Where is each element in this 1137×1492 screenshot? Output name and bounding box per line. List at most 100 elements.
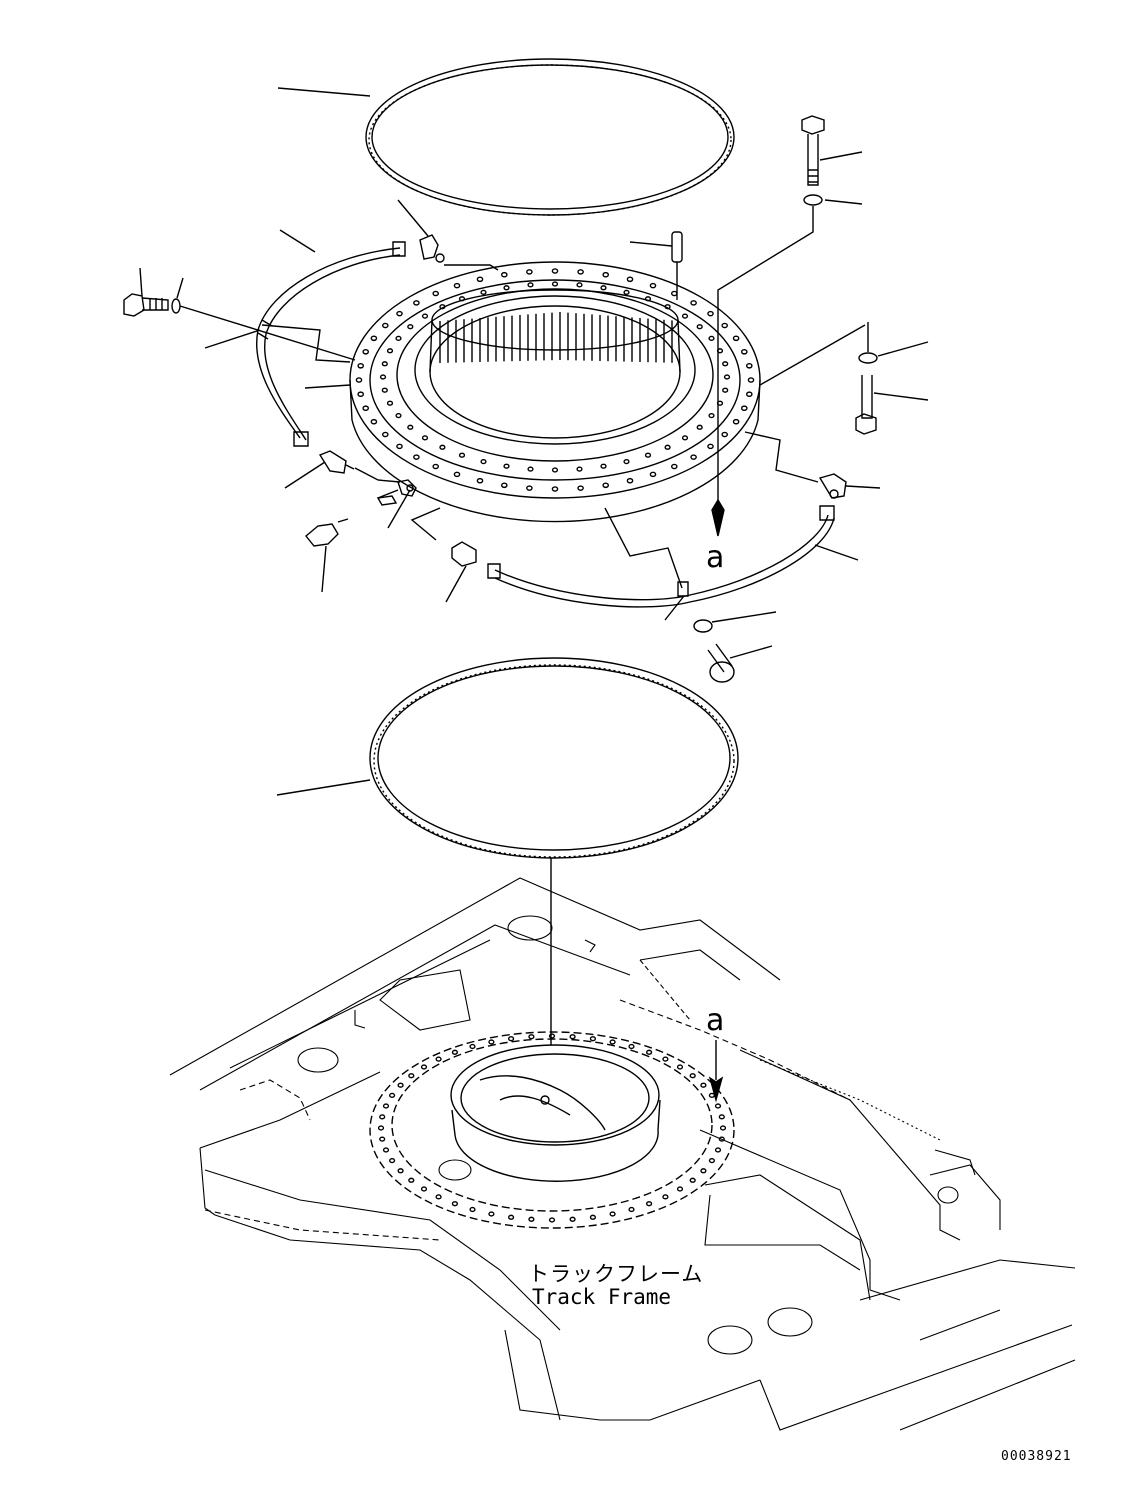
leader-nipple-1 xyxy=(285,462,325,488)
bolt-hole xyxy=(454,472,459,476)
bolt-hole xyxy=(665,305,670,309)
frame-bolt-hole xyxy=(570,1035,575,1039)
frame-bolt-hole xyxy=(719,1115,724,1119)
bolt-hole xyxy=(683,436,688,440)
leader-washer-lower xyxy=(712,612,776,622)
frame-bolt-hole xyxy=(629,1045,634,1049)
bolt-hole xyxy=(624,460,629,464)
leader-bolt-left xyxy=(140,268,142,296)
frame-bolt-hole xyxy=(422,1065,427,1069)
track-frame-label-jp: トラックフレーム xyxy=(528,1262,704,1286)
frame-bolt-hole xyxy=(384,1148,389,1152)
frame-bolt-hole xyxy=(529,1217,534,1221)
leader-upper-seal xyxy=(278,88,370,96)
bolt-hole xyxy=(396,414,401,418)
bolt-hole xyxy=(423,314,428,318)
grease-nipple-2 xyxy=(306,519,348,546)
bolt-hole xyxy=(552,487,557,491)
frame-bolt-hole xyxy=(629,1208,634,1212)
frame-bolt-hole xyxy=(690,1074,695,1078)
bolt-hole xyxy=(371,336,376,340)
track-frame-mount xyxy=(370,1032,734,1228)
frame-bolt-hole xyxy=(550,1034,555,1038)
washer-lower xyxy=(694,620,712,632)
bolt-hole xyxy=(433,291,438,295)
bolt-hole xyxy=(734,336,739,340)
elbow-fitting-right xyxy=(820,474,846,498)
bolt-hole xyxy=(708,444,713,448)
frame-bolt-hole xyxy=(663,1057,668,1061)
frame-bolt-hole xyxy=(409,1074,414,1078)
arrow-reference-a-bottom xyxy=(710,1078,722,1100)
leader-nipple-1-to-ring xyxy=(355,468,400,482)
leader-elbow-right xyxy=(846,486,880,488)
bolt-hole xyxy=(672,291,677,295)
washer-right xyxy=(859,353,877,363)
bolt-lower xyxy=(708,644,734,682)
frame-bolt-hole xyxy=(380,1137,385,1141)
leader-bolt-top-right xyxy=(820,152,862,160)
bolt-hole xyxy=(477,277,482,281)
frame-bolt-hole xyxy=(678,1187,683,1191)
frame-bolt-hole xyxy=(591,1215,596,1219)
leader-elbow-upper xyxy=(398,200,428,236)
bolt-hole xyxy=(502,273,507,277)
bolt-hole xyxy=(504,464,509,468)
bolt-hole xyxy=(388,401,393,405)
swing-circle xyxy=(350,262,760,522)
bolt-hole xyxy=(363,406,368,410)
frame-bolt-hole xyxy=(710,1093,715,1097)
frame-bolt-hole xyxy=(710,1159,715,1163)
lower-seal-ring xyxy=(370,658,738,858)
bolt-hole xyxy=(650,472,655,476)
bolt-hole xyxy=(697,325,702,329)
frame-bolt-hole xyxy=(570,1217,575,1221)
bolt-hole xyxy=(552,269,557,273)
frame-bolt-hole xyxy=(647,1050,652,1054)
bolt-hole xyxy=(577,283,582,287)
bolt-hole xyxy=(646,453,651,457)
leader-dowel-pin xyxy=(630,242,672,246)
bolt-hole xyxy=(553,468,558,472)
bolt-hole xyxy=(383,323,388,327)
bolt-right xyxy=(856,375,876,434)
bolt-hole xyxy=(723,388,728,392)
leader-elbow-right-to-ring xyxy=(745,432,818,482)
bolt-hole xyxy=(481,460,486,464)
frame-bolt-hole xyxy=(489,1040,494,1044)
frame-bolt-hole xyxy=(470,1208,475,1212)
leader-swing-circle-2 xyxy=(760,325,865,385)
frame-bolt-hole xyxy=(529,1035,534,1039)
bolt-hole xyxy=(440,445,445,449)
frame-bolt-hole xyxy=(716,1148,721,1152)
bolt-hole xyxy=(747,364,752,368)
leader-washer-left xyxy=(177,278,183,298)
frame-bolt-hole xyxy=(453,1202,458,1206)
leader-nipple-3 xyxy=(446,566,466,602)
bolt-hole xyxy=(397,444,402,448)
frame-bolt-hole xyxy=(398,1169,403,1173)
bolt-hole xyxy=(433,464,438,468)
bolt-hole xyxy=(423,436,428,440)
arrow-reference-a-top xyxy=(712,500,724,536)
bolt-hole xyxy=(371,420,376,424)
frame-bolt-hole xyxy=(610,1212,615,1216)
bolt-hole xyxy=(725,375,730,379)
right-grease-hose xyxy=(488,506,834,607)
frame-bolt-hole xyxy=(716,1104,721,1108)
grease-nipple-1 xyxy=(320,451,354,473)
leader-bolt-lower xyxy=(730,646,772,658)
bolt-hole xyxy=(603,273,608,277)
frame-bolt-hole xyxy=(678,1065,683,1069)
bolt-hole xyxy=(722,432,727,436)
bolt-hole xyxy=(358,392,363,396)
leader-bolt-right xyxy=(874,393,928,400)
elbow-fitting-upper xyxy=(420,235,444,262)
leader-washer-right xyxy=(878,342,928,356)
frame-bolt-hole xyxy=(509,1215,514,1219)
bolt-hole xyxy=(408,425,413,429)
bolt-hole xyxy=(601,464,606,468)
leader-elbow-to-ring xyxy=(444,265,498,270)
bolt-hole xyxy=(383,432,388,436)
